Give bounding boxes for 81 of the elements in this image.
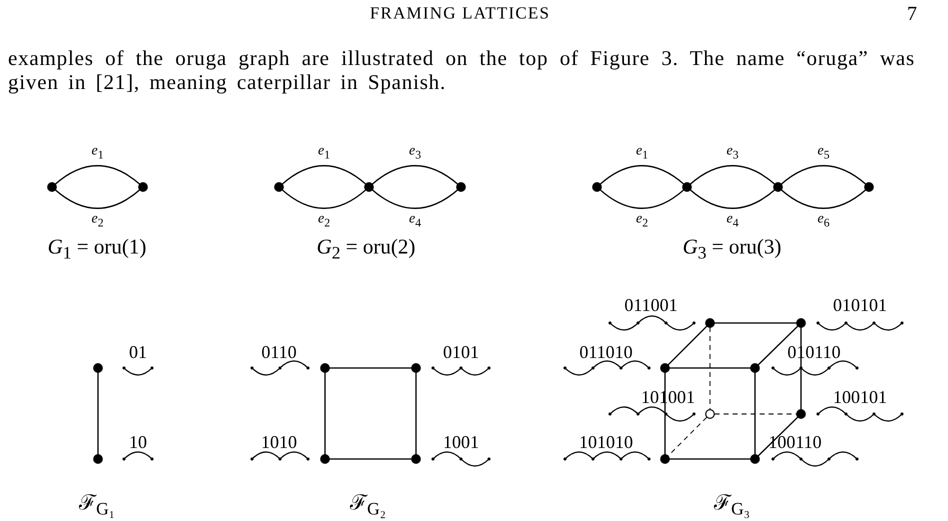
curved-edge bbox=[780, 165, 866, 185]
curved-edge bbox=[54, 189, 140, 209]
running-head: FRAMING LATTICES bbox=[370, 4, 550, 24]
edge-label: e$_{1}$ bbox=[91, 144, 104, 162]
vertex-dot bbox=[796, 318, 806, 328]
curved-edge bbox=[780, 189, 866, 209]
vertex-dot bbox=[682, 182, 692, 192]
vertex-label: 0101 bbox=[443, 343, 479, 361]
graph-edge bbox=[415, 372, 417, 455]
figure-caption: ℱ$_{G₃}$ bbox=[714, 491, 750, 519]
edge-label: e$_{2}$ bbox=[318, 212, 330, 230]
graph-edge bbox=[97, 372, 99, 455]
body-text: examples of the oruga graph are illustrated on the top of Figure 3. The name “oruga” was given in [21], meaning caterpillar in Spanish. bbox=[8, 46, 915, 94]
vertex-label: 100101 bbox=[833, 388, 887, 406]
vertex-dot bbox=[274, 182, 284, 192]
vertex-dot bbox=[364, 182, 374, 192]
vertex-label: 01 bbox=[129, 343, 147, 361]
graph-edge bbox=[667, 325, 708, 366]
curved-edge bbox=[600, 189, 684, 209]
graph-edge bbox=[324, 372, 326, 455]
curved-edge bbox=[600, 165, 684, 185]
graph-edge bbox=[757, 416, 799, 457]
curved-edge bbox=[372, 165, 458, 185]
vertex-dot bbox=[592, 182, 602, 192]
vertex-dot bbox=[660, 454, 670, 464]
curved-edge bbox=[282, 165, 366, 185]
graph-edge bbox=[669, 367, 751, 369]
vertex-dot bbox=[320, 363, 330, 373]
graph-edge bbox=[329, 367, 412, 369]
vertex-dot bbox=[773, 182, 783, 192]
vertex-label: 101010 bbox=[579, 433, 633, 451]
vertex-dot bbox=[411, 454, 421, 464]
graph-edge bbox=[754, 372, 756, 455]
vertex-dot bbox=[796, 409, 806, 419]
edge-label: e$_{4}$ bbox=[408, 212, 422, 230]
hollow-vertex bbox=[705, 409, 715, 419]
page-number: 7 bbox=[907, 3, 917, 25]
vertex-dot bbox=[750, 454, 760, 464]
graph-edge bbox=[714, 322, 797, 324]
figure-caption: ℱ$_{G₁}$ bbox=[79, 491, 115, 519]
graph-edge bbox=[669, 458, 751, 460]
vertex-label: 011001 bbox=[624, 296, 678, 314]
figure-caption: ℱ$_{G₂}$ bbox=[350, 491, 386, 519]
vertex-dot bbox=[864, 182, 874, 192]
edge-label: e$_{4}$ bbox=[726, 212, 739, 230]
vertex-dot bbox=[93, 363, 103, 373]
graph-edge bbox=[664, 372, 666, 455]
vertex-dot bbox=[138, 182, 148, 192]
figure-caption: G$_{1}$ = oru(1) bbox=[48, 235, 146, 263]
vertex-dot bbox=[750, 363, 760, 373]
vertex-label: 1010 bbox=[261, 433, 297, 451]
curved-edge bbox=[282, 189, 366, 209]
vertex-label: 100110 bbox=[768, 433, 822, 451]
vertex-label: 010101 bbox=[833, 296, 887, 314]
edge-label: e$_{3}$ bbox=[726, 144, 739, 162]
vertex-dot bbox=[93, 454, 103, 464]
vertex-label: 011010 bbox=[579, 343, 633, 361]
vertex-label: 1001 bbox=[443, 433, 479, 451]
curved-edge bbox=[690, 165, 776, 185]
edge-label: e$_{2}$ bbox=[636, 212, 648, 230]
edge-label: e$_{1}$ bbox=[318, 144, 330, 162]
edge-label: e$_{3}$ bbox=[408, 144, 422, 162]
vertex-dot bbox=[47, 182, 57, 192]
vertex-dot bbox=[320, 454, 330, 464]
vertex-label: 0110 bbox=[261, 343, 297, 361]
vertex-label: 10 bbox=[129, 433, 147, 451]
edge-label: e$_{5}$ bbox=[817, 144, 830, 162]
edge-label: e$_{6}$ bbox=[817, 212, 830, 230]
edge-label: e$_{1}$ bbox=[636, 144, 648, 162]
vertex-dot bbox=[411, 363, 421, 373]
curved-edge bbox=[372, 189, 458, 209]
curved-edge bbox=[54, 165, 140, 185]
vertex-dot bbox=[456, 182, 466, 192]
figure-caption: G$_{3}$ = oru(3) bbox=[682, 235, 782, 263]
vertex-dot bbox=[660, 363, 670, 373]
curved-edge bbox=[690, 189, 776, 209]
figure-caption: G$_{2}$ = oru(2) bbox=[316, 235, 416, 263]
graph-edge bbox=[757, 325, 799, 366]
graph-edge bbox=[329, 458, 412, 460]
edge-label: e$_{2}$ bbox=[91, 212, 104, 230]
vertex-dot bbox=[705, 318, 715, 328]
